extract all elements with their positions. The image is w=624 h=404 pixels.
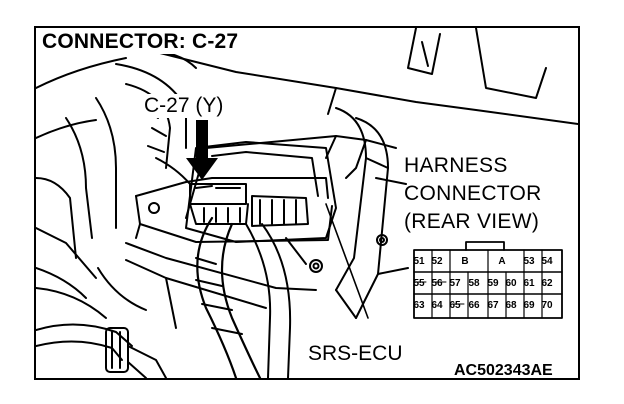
harness-label-line3: (REAR VIEW): [404, 210, 540, 233]
ecu-leader-line: [325, 203, 369, 319]
right-frame: [335, 107, 409, 319]
left-bracket: [36, 97, 147, 311]
diagram-frame: CONNECTOR: C-27 C-27 (Y) HARNESS CONNECT…: [34, 26, 580, 380]
pin-51: 51: [413, 256, 425, 267]
pin-68: 68: [505, 300, 517, 311]
pin-53: 53: [523, 256, 535, 267]
harness-label-line1: HARNESS: [404, 154, 508, 177]
pin-63: 63: [413, 300, 425, 311]
connector-title: CONNECTOR: C-27: [40, 30, 243, 54]
wiring-harness: [195, 216, 292, 378]
harness-label-line2: CONNECTOR: [404, 182, 542, 205]
connector-c27: [189, 183, 309, 227]
pin-66: 66: [468, 300, 480, 311]
figure-code: AC502343AE: [454, 362, 553, 379]
pin-b: B: [461, 256, 469, 267]
pin-58: 58: [468, 278, 480, 289]
pin-70: 70: [541, 300, 553, 311]
pin-54: 54: [541, 256, 553, 267]
lower-hose: [36, 287, 167, 378]
pin-layout: 51 52 B A 53 54 55 56 57 58 59 60 61 62 63 64 65 66 67 68 69…: [410, 252, 558, 316]
pin-59: 59: [487, 278, 499, 289]
ecu-label: SRS-ECU: [308, 342, 403, 365]
pin-56: 56: [431, 278, 443, 289]
pin-64: 64: [431, 300, 443, 311]
pin-62: 62: [541, 278, 553, 289]
pin-55: 55: [413, 278, 425, 289]
pointer-arrow: [186, 120, 218, 180]
connector-id-label: C-27 (Y): [142, 94, 226, 118]
harness-connector-rear-view: [413, 241, 563, 319]
pin-57: 57: [449, 278, 461, 289]
pin-65: 65: [449, 300, 461, 311]
pin-69: 69: [523, 300, 535, 311]
srs-ecu-unit: [135, 141, 337, 273]
vehicle-illustration: [36, 28, 578, 378]
pin-a: A: [498, 256, 506, 267]
pin-52: 52: [431, 256, 443, 267]
pin-60: 60: [505, 278, 517, 289]
dashboard-outline: [36, 28, 578, 139]
pin-67: 67: [487, 300, 499, 311]
pin-61: 61: [523, 278, 535, 289]
